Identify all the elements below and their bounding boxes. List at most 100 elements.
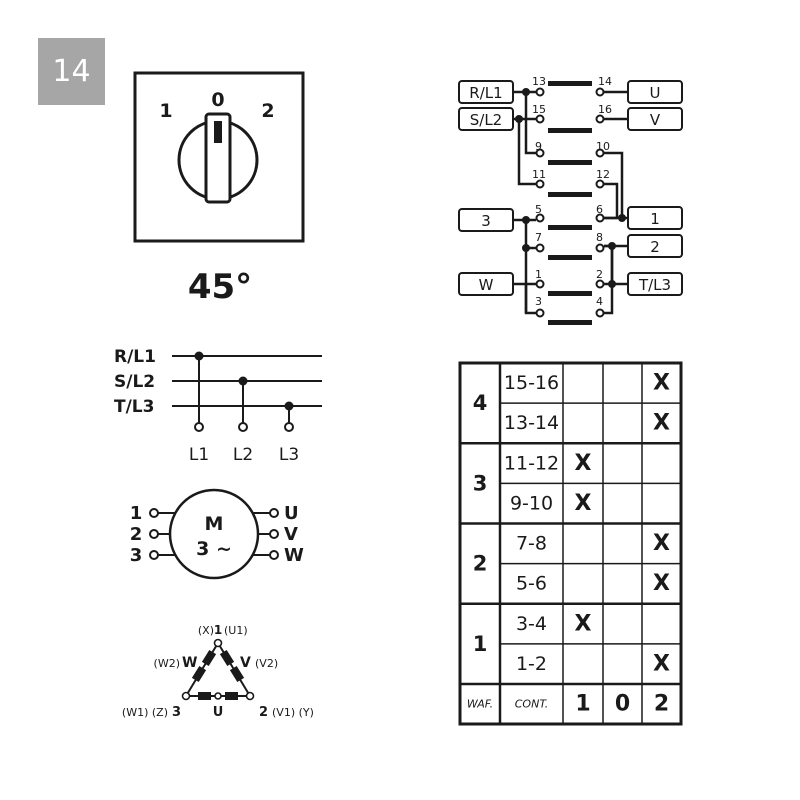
- terminal-label-3: 3: [481, 212, 491, 230]
- contact-pair-label: 7-8: [516, 533, 547, 555]
- position-label-0: 0: [211, 89, 224, 111]
- supply-junctions: [194, 351, 294, 411]
- waf-number: 2: [473, 552, 488, 576]
- waf-header: WAF.: [467, 698, 493, 711]
- motor-input-label: 2: [130, 524, 143, 545]
- closed-contact-mark: X: [653, 651, 670, 676]
- contact-number: 8: [596, 231, 603, 244]
- delta-winding: (X) 1 (U1) (W2) W V (V2) (W1) (Z) 3 U 2 …: [122, 623, 314, 720]
- knob-handle: [204, 112, 232, 204]
- contact-pair-label: 15-16: [504, 372, 559, 394]
- closed-contact-mark: X: [653, 531, 670, 556]
- delta-label: (X): [198, 624, 214, 637]
- contact-numbers: 13 14 15 16 9 10 11 12 5 6 7 8 1 2 3 4: [532, 75, 612, 308]
- terminal-label-sl2: S/L2: [470, 111, 502, 129]
- closed-contact-mark: X: [653, 571, 670, 596]
- motor-output-label: V: [284, 524, 298, 545]
- motor-symbol: M 3 ~ 1 2 3 U V W: [130, 488, 304, 580]
- contact-pair-label: 3-4: [516, 613, 547, 635]
- motor-leads: [158, 512, 270, 556]
- terminal-label-w: W: [479, 276, 494, 294]
- contact-pair-label: 9-10: [510, 492, 553, 514]
- delta-label: (U1): [224, 624, 248, 637]
- contact-number: 1: [535, 268, 542, 281]
- contact-number: 14: [598, 75, 612, 88]
- position-label-2: 2: [261, 100, 274, 122]
- contact-number: 16: [598, 103, 612, 116]
- closed-contact-mark: X: [575, 491, 592, 516]
- contact-number: 4: [596, 295, 603, 308]
- rotation-angle: 45°: [188, 267, 252, 307]
- table-frame: [458, 361, 683, 726]
- contact-pair-label: 13-14: [504, 412, 559, 434]
- terminal-label-v: V: [650, 111, 661, 129]
- contact-number: 2: [596, 268, 603, 281]
- motor-input-label: 3: [130, 545, 143, 566]
- motor-output-label: U: [284, 503, 299, 524]
- contact-bars: [548, 81, 592, 325]
- delta-label: (V1) (Y): [272, 706, 314, 719]
- motor-input-label: 1: [130, 503, 143, 524]
- terminal-label-u: U: [650, 84, 661, 102]
- supply-tap-terminals: [194, 422, 294, 432]
- delta-coils: [191, 649, 245, 700]
- contact-number: 5: [535, 203, 542, 216]
- contact-number: 13: [532, 75, 546, 88]
- position-label-1: 1: [159, 100, 172, 122]
- contact-number: 11: [532, 168, 546, 181]
- contact-pair-label: 11-12: [504, 452, 559, 474]
- position-header: 2: [654, 692, 669, 717]
- switch-face: 1 0 2: [133, 71, 305, 243]
- contact-number: 7: [535, 231, 542, 244]
- motor-phase: 3 ~: [196, 538, 232, 560]
- closed-contact-mark: X: [653, 411, 670, 436]
- motor-terminals: [149, 508, 279, 560]
- terminal-label-1: 1: [650, 210, 660, 228]
- wires: [513, 90, 628, 315]
- closed-contact-mark: X: [653, 371, 670, 396]
- knob-indicator: [214, 121, 222, 143]
- terminal-label-2: 2: [650, 238, 660, 256]
- page-number-badge: 14: [38, 38, 105, 105]
- delta-label: V: [240, 655, 251, 671]
- motor-output-label: W: [284, 545, 304, 566]
- contact-number: 10: [596, 140, 610, 153]
- terminal-label-rl1: R/L1: [469, 84, 502, 102]
- terminal-label-tl3: T/L3: [638, 276, 671, 294]
- supply-tap-label: L3: [279, 445, 299, 465]
- supply-line-label: S/L2: [114, 372, 155, 392]
- delta-label: U: [213, 705, 224, 720]
- waf-number: 1: [473, 632, 488, 656]
- supply-tap-label: L2: [233, 445, 253, 465]
- supply-tap-label: L1: [189, 445, 209, 465]
- waf-number: 4: [473, 391, 488, 415]
- contact-number: 15: [532, 103, 546, 116]
- supply-diagram: R/L1 S/L2 T/L3 L1 L2 L3: [114, 347, 322, 465]
- supply-line-label: R/L1: [114, 347, 156, 367]
- cont-header: CONT.: [515, 698, 548, 711]
- delta-label: 3: [172, 705, 181, 720]
- delta-label: 1: [214, 623, 222, 637]
- contact-number: 9: [535, 140, 542, 153]
- delta-label: (W2): [154, 657, 180, 670]
- position-header: 1: [575, 692, 590, 717]
- contact-number: 3: [535, 295, 542, 308]
- contact-pair-label: 5-6: [516, 573, 547, 595]
- position-header: 0: [615, 692, 630, 717]
- switch-frame: [133, 71, 305, 243]
- delta-vertices: [181, 638, 255, 701]
- contact-number: 6: [596, 203, 603, 216]
- junction-dots: [515, 88, 626, 288]
- delta-label: 2: [259, 705, 268, 720]
- contact-number: 12: [596, 168, 610, 181]
- contact-terminals: [535, 87, 605, 318]
- wiring-diagram: [458, 80, 683, 325]
- delta-label: W: [182, 655, 197, 671]
- delta-label: (V2): [255, 657, 278, 670]
- contact-pair-label: 1-2: [516, 653, 547, 675]
- closed-contact-mark: X: [575, 451, 592, 476]
- waf-number: 3: [473, 471, 488, 495]
- delta-label: (W1) (Z): [122, 706, 168, 719]
